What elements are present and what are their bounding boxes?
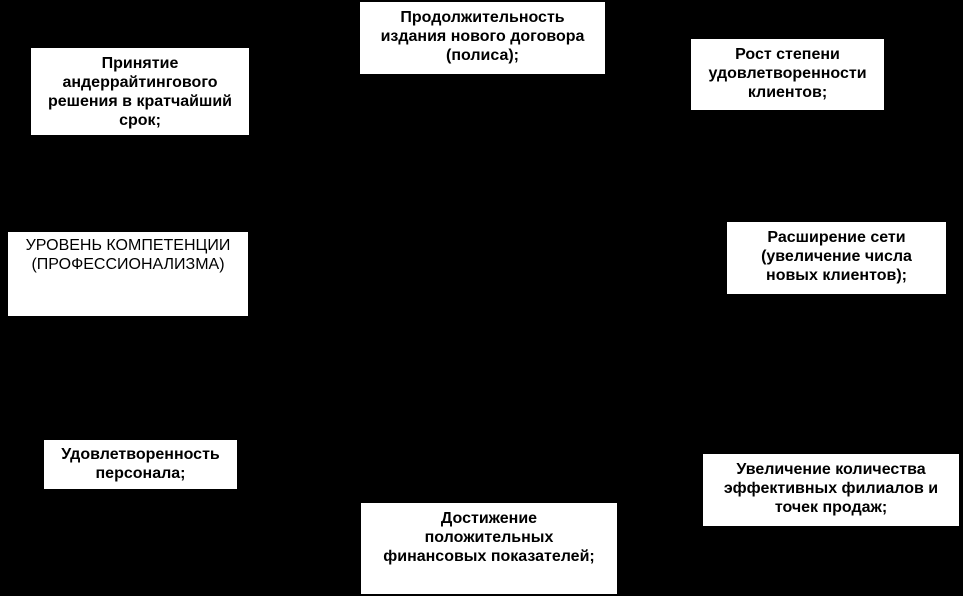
branches-increase-text: Увеличение количества эффективных филиал… [723,461,939,516]
duration-box: Продолжительность издания нового договор… [360,2,605,74]
underwriting-decision-box: Принятие андеррайтингового решения в кра… [31,48,249,135]
competence-level-box: УРОВЕНЬ КОМПЕТЕНЦИИ (ПРОФЕССИОНАЛИЗМА) [8,232,248,316]
client-satisfaction-text: Рост степени удовлетворенности клиентов; [708,46,867,101]
competence-level-text: УРОВЕНЬ КОМПЕТЕНЦИИ (ПРОФЕССИОНАЛИЗМА) [25,237,231,273]
financial-results-text: Достижение положительных финансовых пока… [383,510,595,565]
underwriting-decision-text: Принятие андеррайтингового решения в кра… [47,55,232,129]
staff-satisfaction-box: Удовлетворенность персонала; [44,440,237,489]
client-satisfaction-box: Рост степени удовлетворенности клиентов; [691,39,884,110]
network-expansion-text: Расширение сети (увеличение числа новых … [761,229,912,284]
financial-results-box: Достижение положительных финансовых пока… [361,503,617,594]
network-expansion-box: Расширение сети (увеличение числа новых … [727,222,946,294]
branches-increase-box: Увеличение количества эффективных филиал… [703,454,959,526]
duration-text: Продолжительность издания нового договор… [380,9,585,64]
staff-satisfaction-text: Удовлетворенность персонала; [61,446,220,482]
